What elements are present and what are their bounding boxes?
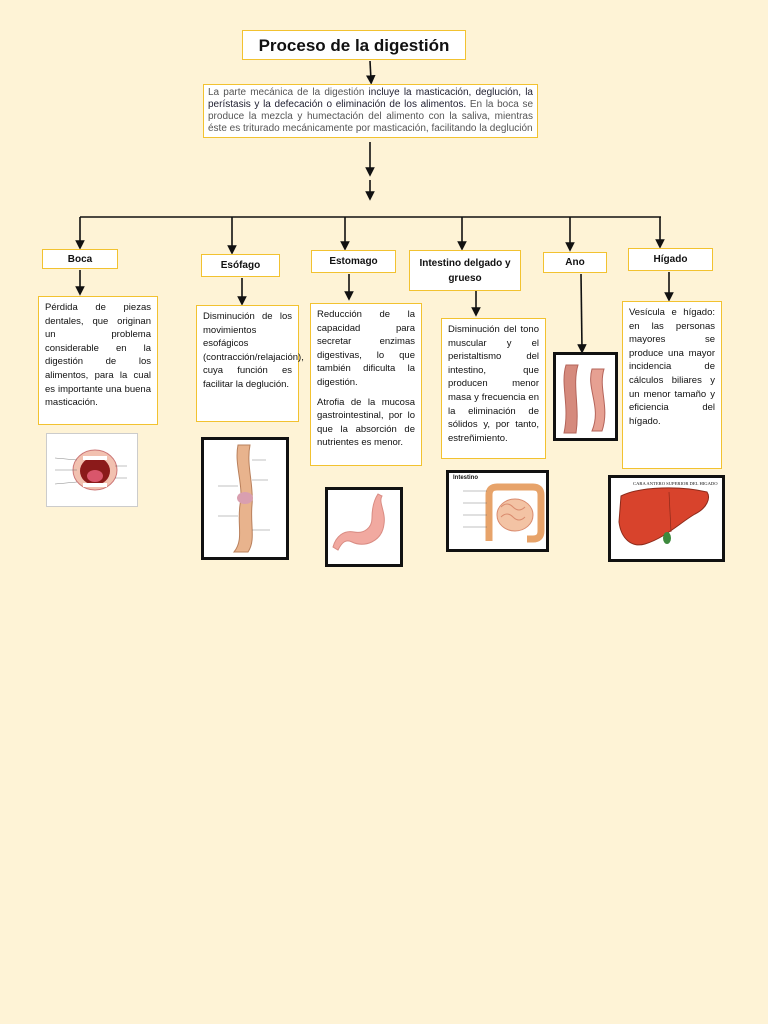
page-title: Proceso de la digestión bbox=[242, 30, 466, 60]
header-esofago: Esófago bbox=[201, 254, 280, 277]
header-boca: Boca bbox=[42, 249, 118, 269]
header-ano: Ano bbox=[543, 252, 607, 273]
desc-estomago-2: Atrofia de la mucosa gastrointestinal, p… bbox=[317, 396, 415, 449]
liver-image-title: CARA ANTERO SUPERIOR DEL HIGADO bbox=[633, 481, 718, 486]
desc-estomago: Reducción de la capacidad para secretar … bbox=[310, 303, 422, 466]
intestine-image: Intestino bbox=[446, 470, 549, 552]
header-higado: Hígado bbox=[628, 248, 713, 271]
intro-text: La parte mecánica de la digestión incluy… bbox=[203, 84, 538, 138]
header-estomago: Estomago bbox=[311, 250, 396, 273]
intro-part2: incluye la masticación, deglución, la pe… bbox=[208, 87, 533, 110]
desc-boca: Pérdida de piezas dentales, que originan… bbox=[38, 296, 158, 425]
intro-part3: En la boca se produce la mezcla y humect… bbox=[208, 99, 534, 134]
intro-part1: La parte mecánica de la digestión bbox=[208, 87, 369, 98]
desc-intestino: Disminución del tono muscular y el peris… bbox=[441, 318, 546, 459]
desc-higado: Vesícula e hígado: en las personas mayor… bbox=[622, 301, 722, 469]
intestine-image-label: Intestino bbox=[453, 475, 478, 481]
mouth-image bbox=[46, 433, 138, 507]
header-intestino: Intestino delgado y grueso bbox=[409, 250, 521, 291]
liver-image: CARA ANTERO SUPERIOR DEL HIGADO bbox=[608, 475, 725, 562]
stomach-image bbox=[325, 487, 403, 567]
desc-esofago: Disminución de los movimientos esofágico… bbox=[196, 305, 304, 422]
esophagus-image bbox=[201, 437, 289, 560]
anus-image bbox=[553, 352, 618, 441]
desc-estomago-1: Reducción de la capacidad para secretar … bbox=[317, 309, 415, 388]
